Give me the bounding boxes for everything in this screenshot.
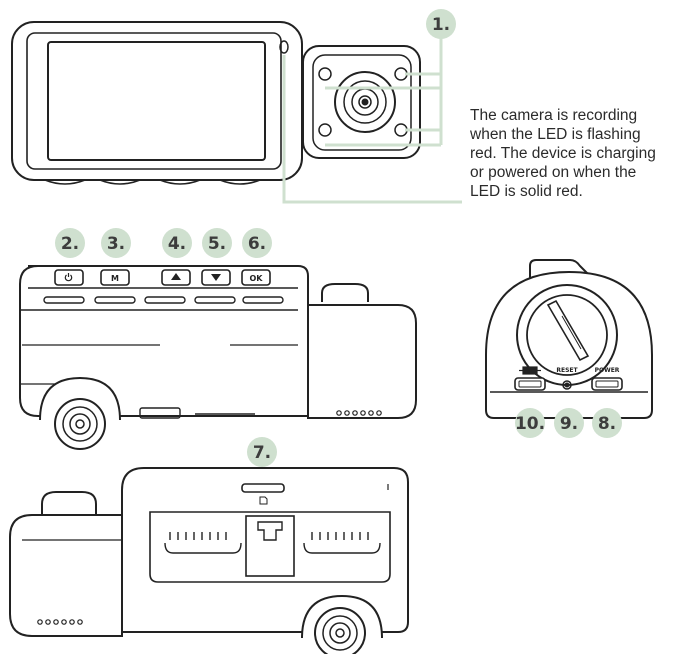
callout-6: 6. (248, 234, 266, 254)
up-arrow-icon (171, 273, 181, 280)
power-icon (64, 273, 73, 282)
bottom-lens (314, 607, 366, 654)
ir-led (318, 123, 332, 137)
callout-badge (162, 228, 192, 258)
callout-badge (242, 228, 272, 258)
down-arrow-icon (211, 274, 221, 281)
reset-label: RESET (556, 367, 578, 374)
callout-badge (247, 437, 277, 467)
callout-badges: 1. 2. 3. 4. 5. 6. 7. 8. 9. 10. (55, 9, 622, 467)
callout-10: 10. (515, 414, 545, 434)
ir-led (318, 67, 332, 81)
callout-5: 5. (208, 234, 226, 254)
microsd-slot[interactable] (241, 483, 285, 493)
callout-badge (426, 9, 456, 39)
power-label: POWER (595, 367, 620, 374)
top-view (19, 265, 417, 450)
ok-button-label: OK (250, 274, 264, 283)
power-button[interactable] (54, 269, 84, 286)
callout-badge (55, 228, 85, 258)
callout-1: 1. (432, 15, 450, 35)
callout-lines-front (282, 36, 462, 204)
callout-badge (101, 228, 131, 258)
led-indicator (279, 40, 289, 54)
ok-button[interactable] (241, 269, 271, 286)
callout-badge (202, 228, 232, 258)
led-description-line: when the LED is flashing (470, 126, 641, 143)
front-lens (334, 71, 396, 133)
bottom-view (9, 467, 409, 654)
rear-view (485, 259, 653, 419)
callout-badge (554, 408, 584, 438)
callout-3: 3. (107, 234, 125, 254)
rear-camera-port-icon (519, 366, 541, 375)
reset-button[interactable] (562, 380, 572, 390)
mode-button[interactable] (100, 269, 130, 286)
callout-4: 4. (168, 234, 186, 254)
mode-button-label: M (111, 274, 119, 283)
led-description-line: LED is solid red. (470, 183, 583, 200)
led-description-line: red. The device is charging (470, 145, 656, 162)
mount-dial (526, 294, 608, 376)
display-screen (47, 41, 266, 161)
front-view (11, 21, 421, 185)
callout-badge (515, 408, 545, 438)
led-description-line: or powered on when the (470, 164, 637, 181)
callout-badge (592, 408, 622, 438)
callout-7: 7. (253, 443, 271, 463)
callout-8: 8. (598, 414, 616, 434)
led-description: The camera is recording when the LED is … (470, 106, 696, 201)
mount-slot (245, 515, 295, 577)
microsd-icon (259, 496, 268, 505)
callout-2: 2. (61, 234, 79, 254)
callout-9: 9. (560, 414, 578, 434)
led-description-line: The camera is recording (470, 107, 638, 124)
